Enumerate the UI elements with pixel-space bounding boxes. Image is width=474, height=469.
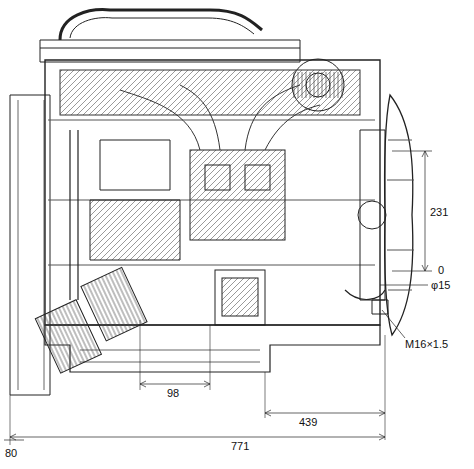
- dimension-value: 98: [166, 387, 180, 399]
- dimension-value: 80: [4, 447, 18, 459]
- dimension-value: 0: [437, 264, 445, 276]
- dimension-value: 439: [298, 416, 318, 428]
- diameter-callout: φ15: [430, 279, 451, 291]
- dimension-value: 771: [230, 440, 250, 452]
- thread-callout: M16×1.5: [404, 338, 449, 350]
- dimension-value: 231: [429, 206, 449, 218]
